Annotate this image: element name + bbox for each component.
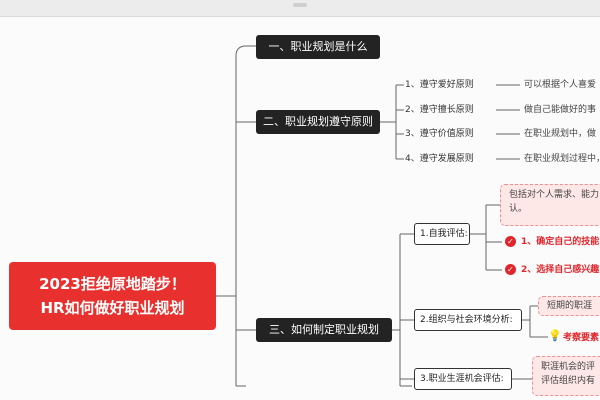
opportunity-assessment-note-line1: 职涯机会的评 xyxy=(541,362,596,372)
step-self-assessment[interactable]: 1.自我评估: xyxy=(414,223,470,245)
drag-handle-icon[interactable] xyxy=(293,3,307,7)
self-assessment-note-line2: 认。 xyxy=(509,204,528,214)
principle-value[interactable]: 3、遵守价值原则 xyxy=(405,129,474,139)
root-node[interactable]: 2023拒绝原地踏步！ HR如何做好职业规划 xyxy=(9,262,216,330)
principle-development-desc: 在职业规划过程中， xyxy=(524,154,600,164)
root-title-line1: 2023拒绝原地踏步！ xyxy=(39,275,186,293)
root-title-line2: HR如何做好职业规划 xyxy=(40,299,185,317)
step-opportunity-assessment[interactable]: 3.职业生涯机会评估: xyxy=(414,368,512,390)
step1-connector xyxy=(470,204,502,271)
step-environment-analysis[interactable]: 2.组织与社会环境分析: xyxy=(414,309,522,331)
self-assessment-note-line1: 包括对个人需求、能力 xyxy=(509,190,600,200)
environment-analysis-note: 短期的职涯 xyxy=(538,296,600,316)
lightbulb-icon: 💡 xyxy=(548,329,562,342)
check-circle-icon: ✓ xyxy=(505,264,516,275)
principle-development[interactable]: 4、遵守发展原则 xyxy=(405,154,474,164)
branch-what-is-career-planning[interactable]: 一、职业规划是什么 xyxy=(256,35,380,59)
principle-leaders xyxy=(496,84,520,160)
self-assessment-item-1[interactable]: 1、确定自己的技能 xyxy=(521,237,600,247)
principle-interest-desc: 可以根据个人喜爱 xyxy=(524,80,597,90)
self-assessment-item-2[interactable]: 2、选择自己感兴趣 xyxy=(521,265,600,275)
principle-value-desc: 在职业规划中，做 xyxy=(524,129,597,139)
opportunity-assessment-note-line2: 评估组织内有 xyxy=(541,376,596,386)
steps-connector xyxy=(392,233,414,387)
branch-how-to-make-plan[interactable]: 三、如何制定职业规划 xyxy=(256,318,392,342)
opportunity-assessment-note: 职涯机会的评 评估组织内有 xyxy=(532,356,600,396)
environment-analysis-tip[interactable]: 考察要素 xyxy=(563,333,600,343)
check-circle-icon: ✓ xyxy=(505,236,516,247)
main-spine xyxy=(235,45,256,387)
principle-strength[interactable]: 2、遵守擅长原则 xyxy=(405,105,474,115)
branch-career-planning-principles[interactable]: 二、职业规划遵守原则 xyxy=(256,110,380,134)
principles-connector xyxy=(380,84,404,160)
principle-strength-desc: 做自己能做好的事 xyxy=(524,105,597,115)
principle-interest[interactable]: 1、遵守爱好原则 xyxy=(405,80,474,90)
step2-connector xyxy=(522,305,548,338)
window-top-bar xyxy=(0,0,600,17)
self-assessment-note: 包括对个人需求、能力 认。 xyxy=(500,184,600,226)
